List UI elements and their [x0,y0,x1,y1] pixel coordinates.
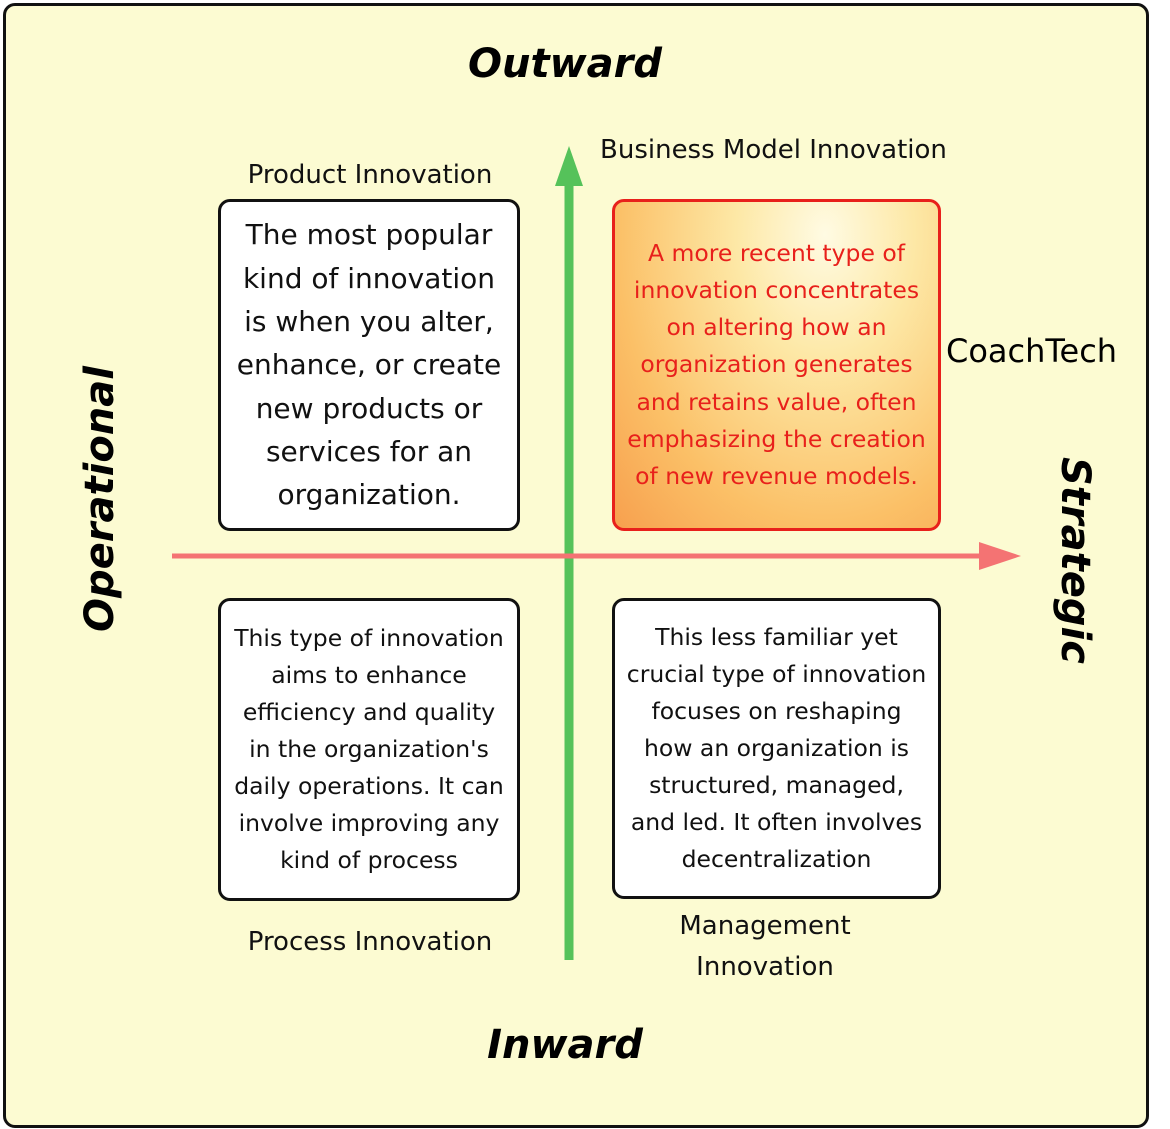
axis-title-outward: Outward [468,41,662,87]
quadrant-title-product-innovation: Product Innovation [247,160,493,190]
brand-coachtech: CoachTech [946,332,1118,370]
product-innovation-box: The most popular kind of innovation is w… [218,199,520,531]
vertical-axis-arrowhead [555,146,583,186]
process-innovation-text: This type of innovation aims to enhance … [234,624,504,874]
quadrant-title-management-innovation: Management Innovation [679,911,851,982]
axis-title-strategic: Strategic [1052,457,1098,664]
business-model-innovation-box: A more recent type of innovation concent… [612,199,941,531]
management-innovation-box: This less familiar yet crucial type of i… [612,598,941,899]
diagram-frame [3,3,1149,1128]
axis-title-operational: Operational [77,366,123,632]
management-innovation-text: This less familiar yet crucial type of i… [626,623,927,873]
horizontal-axis-arrowhead [979,542,1021,570]
product-innovation-text: The most popular kind of innovation is w… [236,218,502,512]
quadrant-title-business-model-innovation: Business Model Innovation [600,135,947,165]
axis-title-inward: Inward [487,1022,643,1068]
quadrant-title-process-innovation: Process Innovation [247,927,493,957]
process-innovation-box: This type of innovation aims to enhance … [218,598,520,901]
business-model-innovation-text: A more recent type of innovation concent… [627,239,926,490]
